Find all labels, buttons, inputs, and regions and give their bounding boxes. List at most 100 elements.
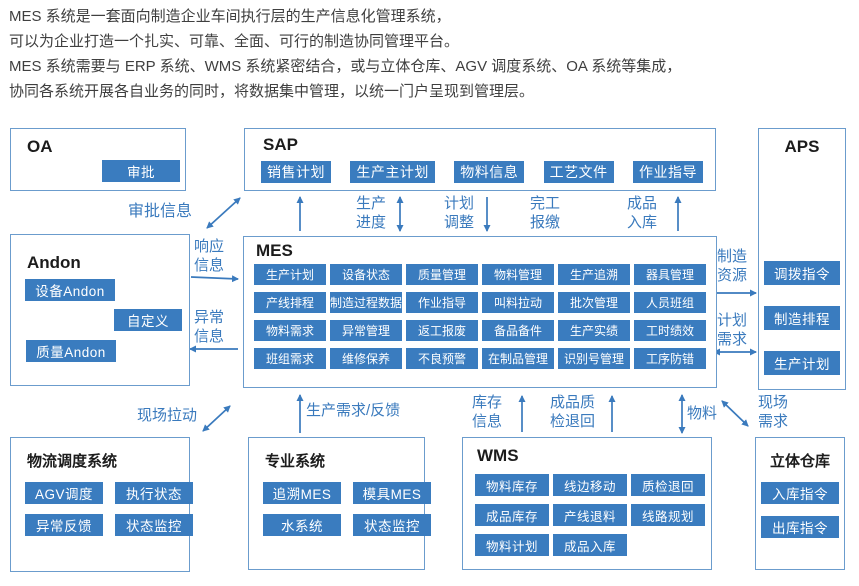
andon-chip: 设备Andon [25,279,115,301]
andon-chip: 质量Andon [26,340,116,362]
specialty-chip: 追溯MES [263,482,341,504]
arrow-site-demand [721,400,749,427]
mes-chip: 器具管理 [634,264,706,285]
andon-title: Andon [27,253,81,272]
arrow-approval-info [206,197,241,229]
aps-box: APS 调拨指令 制造排程 生产计划 [758,128,846,390]
label-production-demand-feedback: 生产需求/反馈 [306,402,401,419]
oa-title: OA [27,137,53,156]
wms-chip-grid: 物料库存 线边移动 质检退回 成品库存 产线退料 线路规划 物料计划 成品入库 [475,474,705,556]
mes-chip: 物料管理 [482,264,554,285]
mes-chip: 备品备件 [482,320,554,341]
mes-chip: 作业指导 [406,292,478,313]
wms-title: WMS [477,446,519,465]
logistics-chip: 执行状态 [115,482,193,504]
intro-paragraph: MES 系统是一套面向制造企业车间执行层的生产信息化管理系统， 可以为企业打造一… [9,4,681,104]
mes-chip: 异常管理 [330,320,402,341]
aps-chip-column: 调拨指令 制造排程 生产计划 [764,261,840,375]
mes-chip: 识别号管理 [558,348,630,369]
label-material: 物料 [687,405,718,422]
wms-chip: 成品库存 [475,504,549,526]
mes-chip: 人员班组 [634,292,706,313]
sap-chip-row: 销售计划 生产主计划 物料信息 工艺文件 作业指导 [261,161,703,183]
specialty-box: 专业系统 追溯MES 模具MES 水系统 状态监控 [248,437,431,570]
warehouse-box: 立体仓库 入库指令 出库指令 [755,437,845,570]
intro-line: MES 系统需要与 ERP 系统、WMS 系统紧密结合，或与立体仓库、AGV 调… [9,58,682,75]
wms-chip: 物料库存 [475,474,549,496]
mes-chip: 返工报废 [406,320,478,341]
label-plan-adjustment: 计划调整 [444,195,475,231]
label-site-demand: 现场需求 [758,394,789,430]
warehouse-chip: 入库指令 [761,482,839,504]
label-plan-demand: 计划需求 [717,312,748,348]
mes-chip: 物料需求 [254,320,326,341]
arrow-response-info [190,275,239,283]
sap-box: SAP 销售计划 生产主计划 物料信息 工艺文件 作业指导 [244,128,716,191]
wms-chip: 物料计划 [475,534,549,556]
mes-chip: 生产实绩 [558,320,630,341]
mes-chip: 产线排程 [254,292,326,313]
sap-chip: 作业指导 [633,161,703,183]
aps-chip: 生产计划 [764,351,840,375]
logistics-title: 物流调度系统 [27,453,118,470]
logistics-chip: AGV调度 [25,482,103,504]
mes-chip: 生产计划 [254,264,326,285]
label-approval-info: 审批信息 [128,203,193,220]
oa-box: OA 审批 [10,128,186,191]
sap-chip: 工艺文件 [543,161,614,183]
wms-chip: 成品入库 [553,534,627,556]
mes-chip: 维修保养 [330,348,402,369]
mes-chip: 批次管理 [558,292,630,313]
andon-chip: 自定义 [114,309,182,331]
wms-chip: 线边移动 [553,474,627,496]
mes-chip-grid: 生产计划 设备状态 质量管理 物料管理 生产追溯 器具管理 产线排程 制造过程数… [254,264,706,369]
specialty-chip: 状态监控 [353,514,431,536]
label-response-info: 响应信息 [194,238,225,274]
mes-chip: 班组需求 [254,348,326,369]
mes-chip: 质量管理 [406,264,478,285]
andon-box: Andon 设备Andon 自定义 质量Andon [10,234,190,386]
sap-title: SAP [263,135,298,154]
sap-chip: 物料信息 [454,161,525,183]
label-finished-quality-return: 成品质检退回 [550,394,596,430]
specialty-title: 专业系统 [265,453,326,470]
mes-box: MES 生产计划 设备状态 质量管理 物料管理 生产追溯 器具管理 产线排程 制… [243,236,717,388]
warehouse-chip-column: 入库指令 出库指令 [761,482,839,538]
aps-title: APS [784,137,820,156]
label-manufacturing-resource: 制造资源 [717,248,748,284]
arrow-site-pull [202,405,231,432]
logistics-chip: 异常反馈 [25,514,103,536]
oa-chip: 审批 [102,160,180,182]
mes-chip: 叫料拉动 [482,292,554,313]
logistics-chip-grid: AGV调度 执行状态 异常反馈 状态监控 [25,482,193,536]
label-inventory-info: 库存信息 [472,394,503,430]
intro-line: MES 系统是一套面向制造企业车间执行层的生产信息化管理系统， [9,8,451,25]
warehouse-chip: 出库指令 [761,516,839,538]
mes-chip: 工序防错 [634,348,706,369]
intro-line: 协同各系统开展各自业务的同时，将数据集中管理，以统一门户呈现到管理层。 [9,83,535,100]
mes-chip: 工时绩效 [634,320,706,341]
wms-box: WMS 物料库存 线边移动 质检退回 成品库存 产线退料 线路规划 物料计划 成… [462,437,712,570]
wms-chip: 线路规划 [631,504,705,526]
mes-chip: 不良预警 [406,348,478,369]
mes-chip: 设备状态 [330,264,402,285]
mes-chip: 在制品管理 [482,348,554,369]
mes-chip: 生产追溯 [558,264,630,285]
mes-chip: 制造过程数据 [330,292,402,313]
label-production-progress: 生产进度 [356,195,387,231]
specialty-chip: 水系统 [263,514,341,536]
intro-line: 可以为企业打造一个扎实、可靠、全面、可行的制造协同管理平台。 [9,33,460,50]
label-exception-info: 异常信息 [194,309,225,345]
sap-chip: 生产主计划 [350,161,435,183]
specialty-chip: 模具MES [353,482,431,504]
warehouse-title: 立体仓库 [769,453,830,470]
sap-chip: 销售计划 [261,161,331,183]
wms-chip: 质检退回 [631,474,705,496]
label-completion-report: 完工报缴 [530,195,561,231]
label-site-pull: 现场拉动 [137,407,198,424]
wms-chip: 产线退料 [553,504,627,526]
aps-chip: 制造排程 [764,306,840,330]
label-finished-goods-in: 成品入库 [627,195,658,231]
mes-title: MES [256,241,293,260]
